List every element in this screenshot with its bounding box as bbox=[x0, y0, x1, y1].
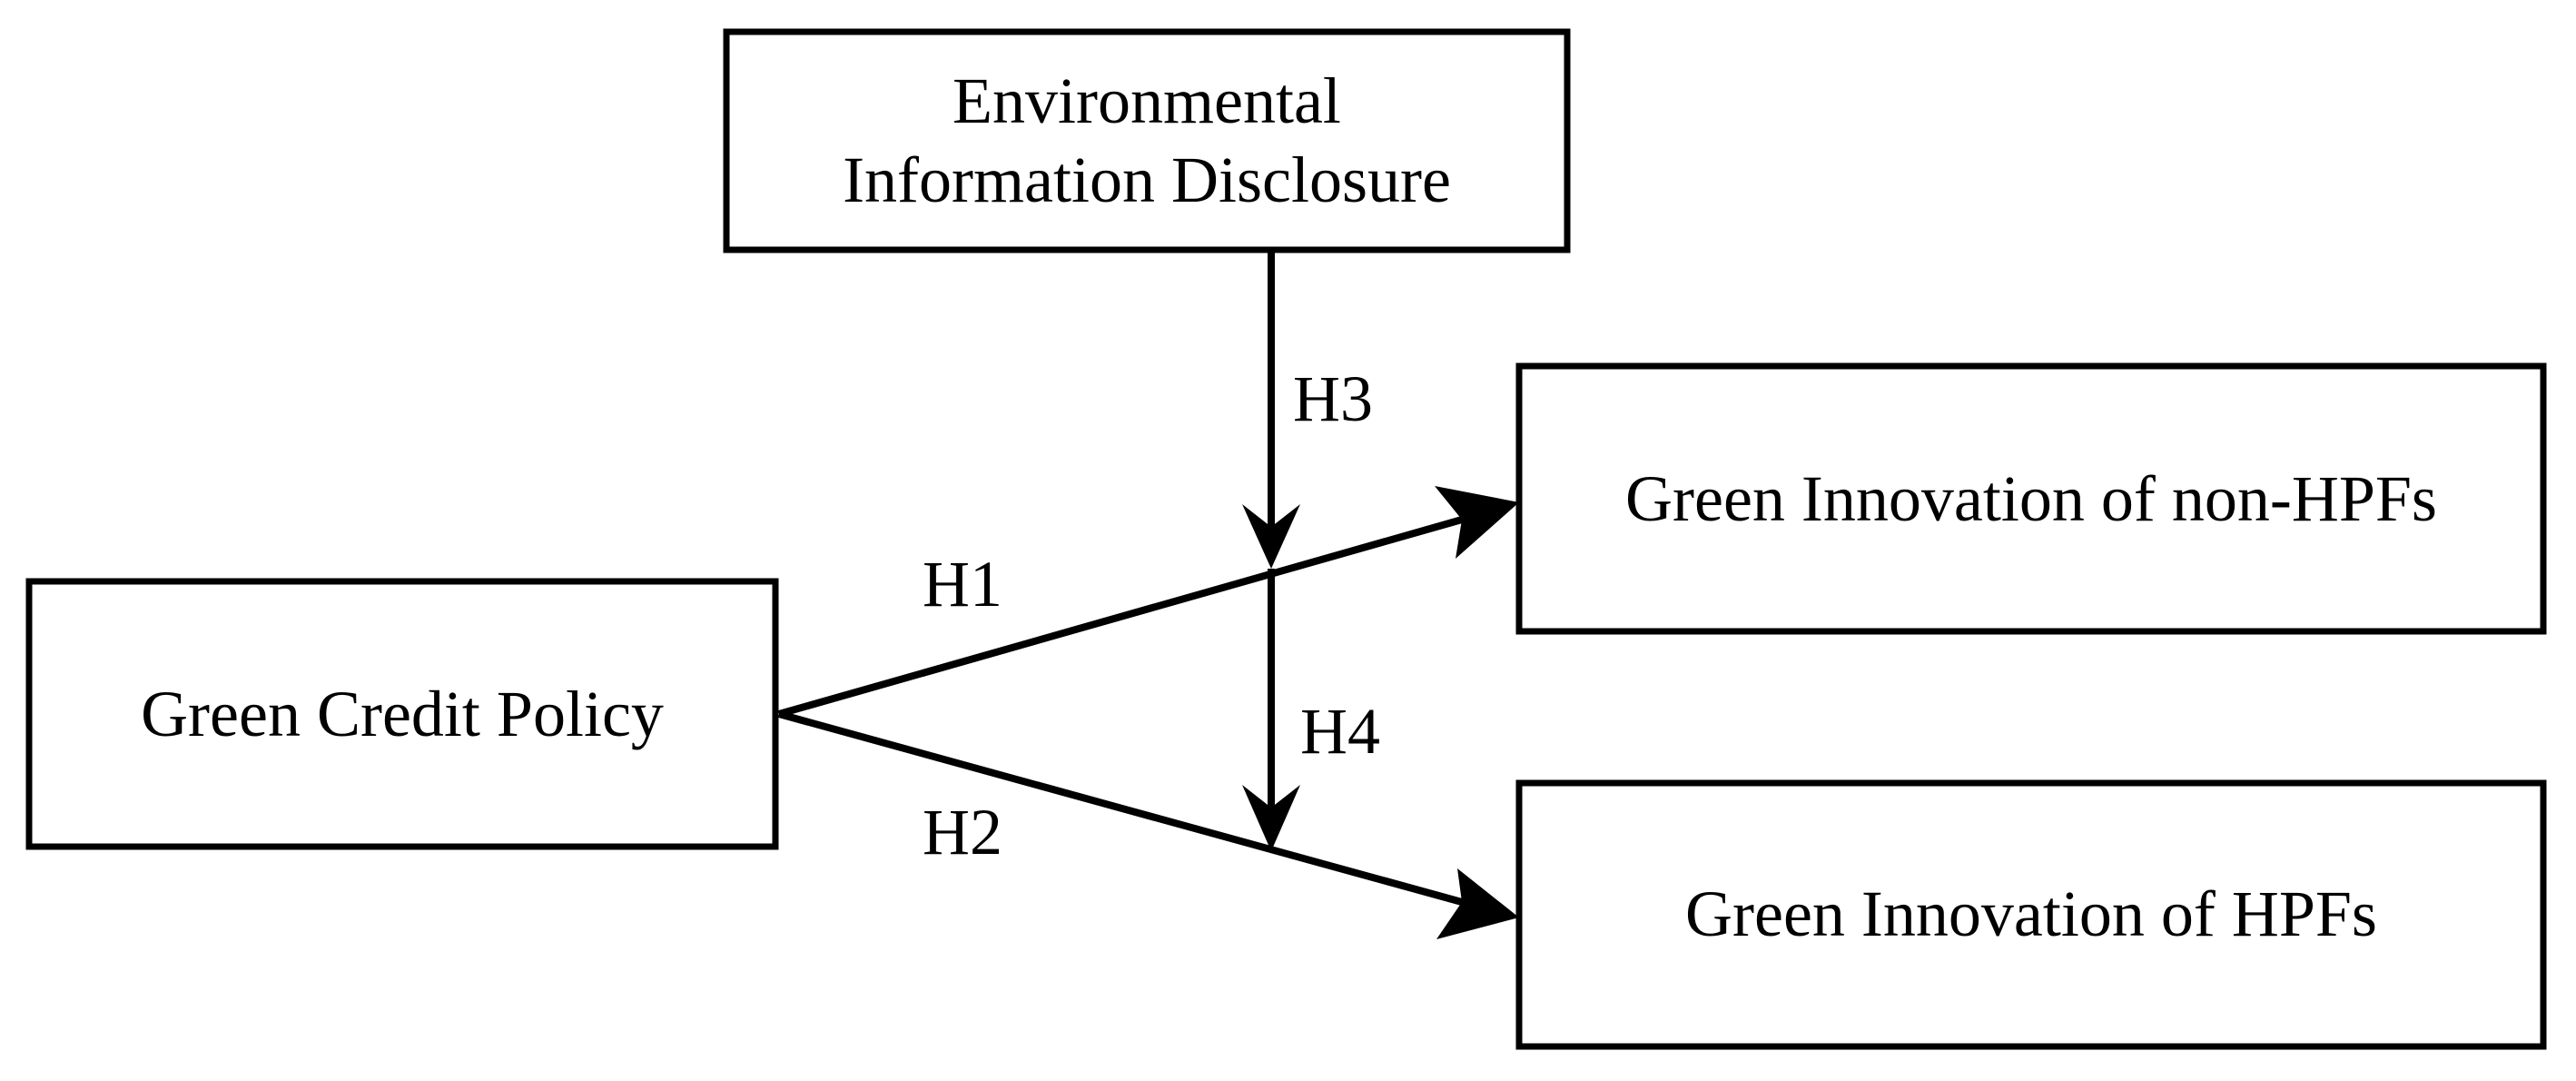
label-h2: H2 bbox=[923, 796, 1002, 868]
hpf-label: Green Innovation of HPFs bbox=[1685, 878, 2377, 950]
edge-h3 bbox=[1242, 250, 1300, 569]
label-h3: H3 bbox=[1293, 362, 1373, 435]
edge-h2 bbox=[777, 710, 1519, 939]
non-hpf-label: Green Innovation of non-HPFs bbox=[1625, 462, 2437, 535]
edge-h4 bbox=[1242, 569, 1300, 851]
disclosure-box bbox=[723, 28, 1571, 253]
edge-h1-line bbox=[777, 516, 1464, 718]
disclosure-node: Environmental Information Disclosure bbox=[723, 28, 1571, 253]
edge-h2-line bbox=[777, 710, 1464, 906]
hpf-node: Green Innovation of HPFs bbox=[1515, 779, 2547, 1050]
hpf-box bbox=[1515, 779, 2547, 1050]
label-h4: H4 bbox=[1300, 695, 1380, 768]
policy-label: Green Credit Policy bbox=[141, 678, 664, 750]
edge-h1-arrowhead bbox=[1435, 486, 1519, 559]
edge-h1 bbox=[777, 486, 1519, 718]
label-h1: H1 bbox=[923, 548, 1002, 620]
policy-node: Green Credit Policy bbox=[25, 578, 779, 850]
disclosure-label-line2: Information Disclosure bbox=[843, 144, 1451, 216]
edge-h4-arrowhead bbox=[1242, 785, 1300, 851]
disclosure-label-line1: Environmental bbox=[952, 64, 1341, 137]
policy-box bbox=[25, 578, 779, 850]
edge-h2-arrowhead bbox=[1436, 868, 1519, 939]
edge-h3-arrowhead bbox=[1242, 504, 1300, 569]
non-hpf-node: Green Innovation of non-HPFs bbox=[1515, 362, 2547, 635]
non-hpf-box bbox=[1515, 362, 2547, 635]
